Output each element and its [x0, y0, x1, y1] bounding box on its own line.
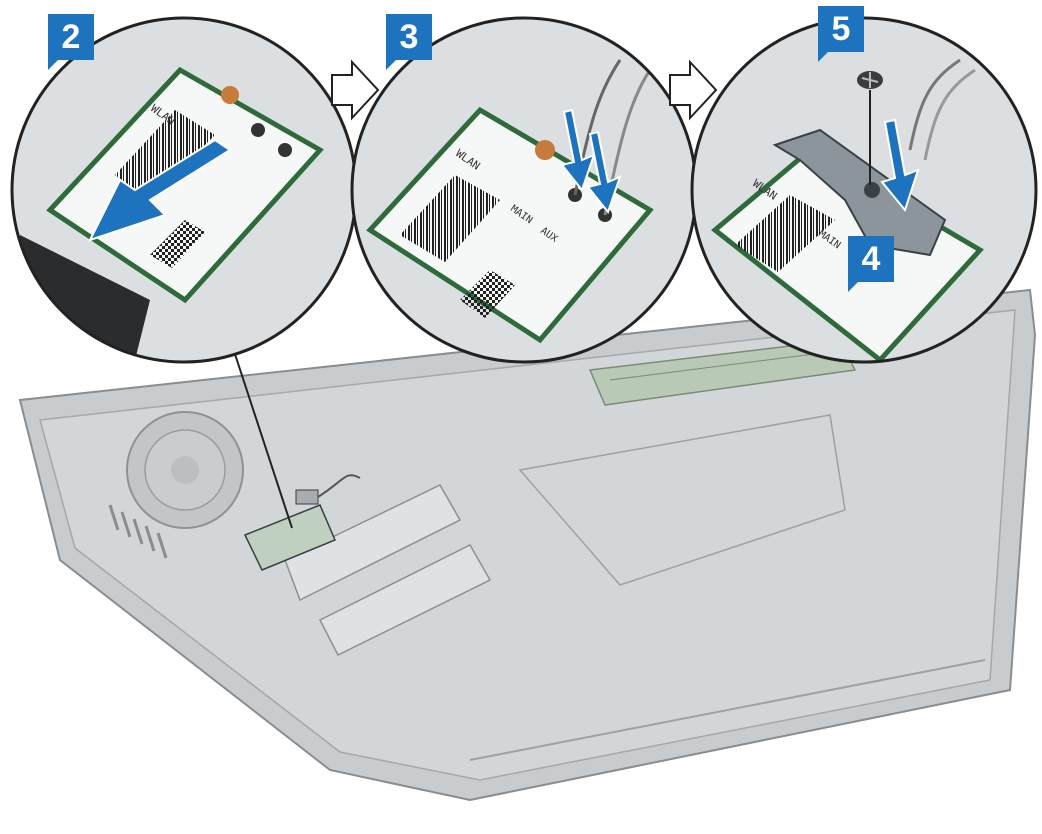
press-arrow-icon — [586, 130, 622, 215]
wireless-card-installed — [243, 474, 361, 571]
zoom-view-step-3: WLAN MAIN AUX — [350, 16, 698, 364]
memory-module — [588, 339, 857, 406]
zoom-view-step-2: WLAN — [10, 16, 358, 364]
laptop-base — [18, 288, 1037, 802]
screw-icon — [857, 71, 883, 185]
press-arrow-icon — [88, 138, 232, 242]
step-badge-2: 2 — [48, 14, 94, 70]
step-badge-4: 4 — [848, 236, 894, 292]
step-badge-3: 3 — [386, 14, 432, 70]
cooling-fan — [126, 411, 244, 529]
press-arrow-icon — [880, 118, 920, 213]
chevron-arrow-right-icon — [331, 59, 380, 121]
side-vents — [108, 504, 168, 559]
callout-leader-line — [231, 344, 293, 529]
press-arrow-icon — [560, 108, 596, 193]
zoom-view-step-4-5: WLAN MAIN — [690, 16, 1038, 364]
chevron-arrow-right-icon — [669, 59, 718, 121]
ssd-slots — [284, 484, 492, 656]
step-badge-5: 5 — [818, 6, 864, 62]
